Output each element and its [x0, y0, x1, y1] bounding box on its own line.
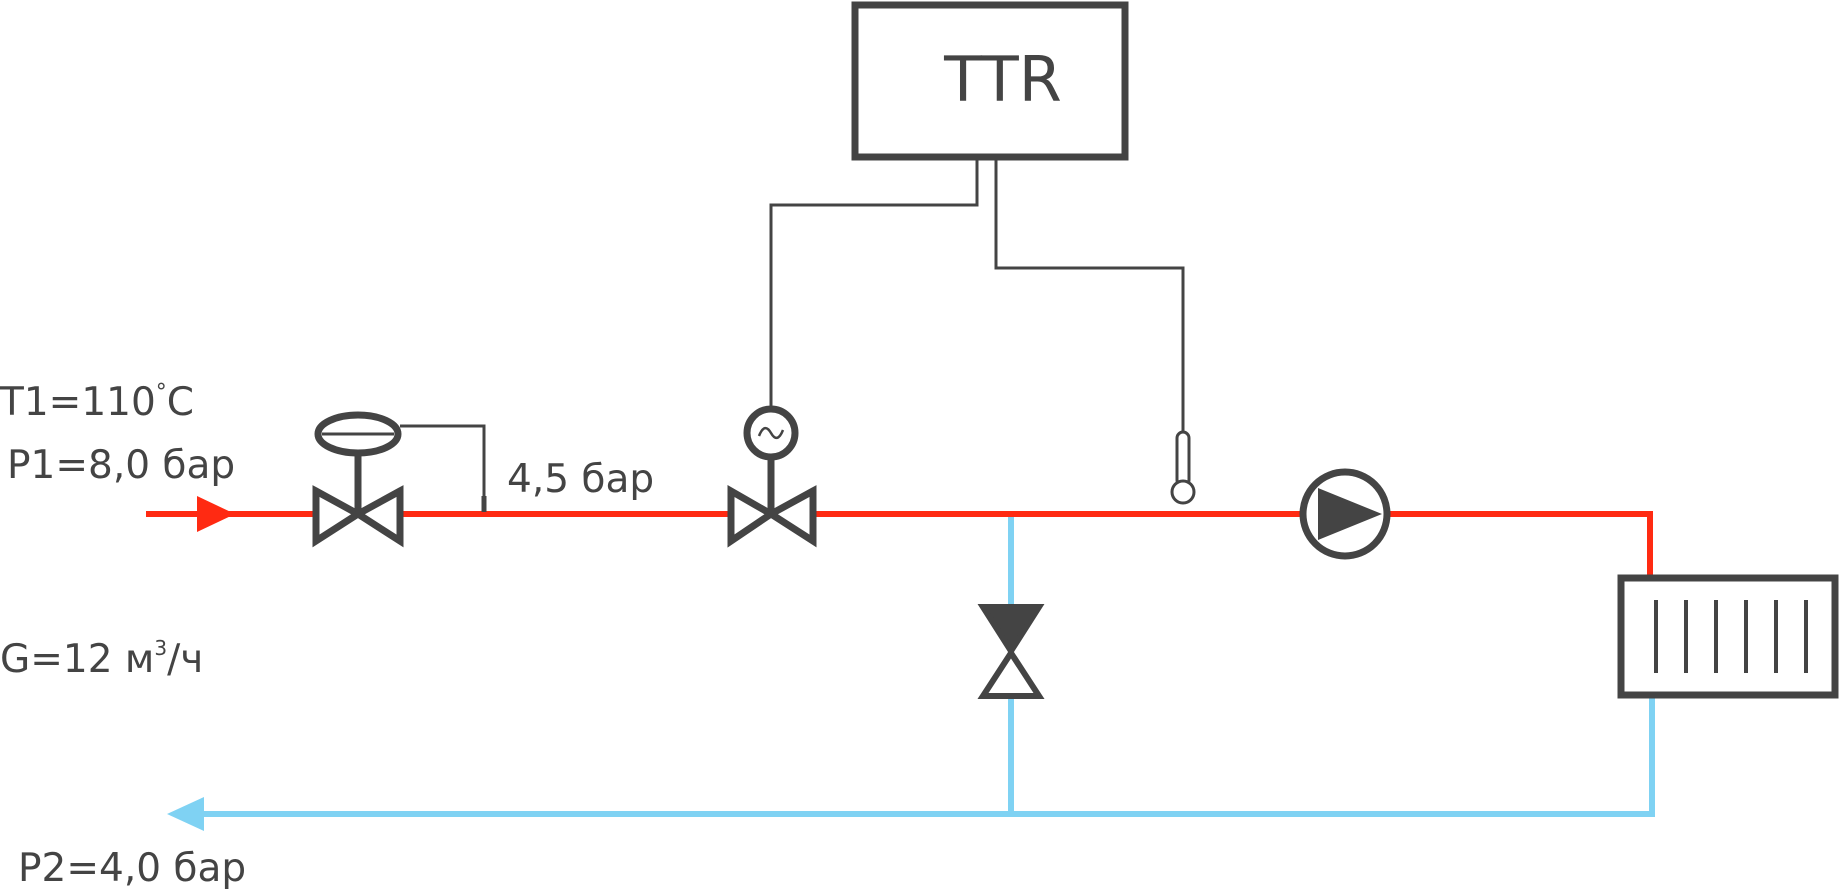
pressure-regulator-icon — [312, 411, 404, 548]
ttr-controller: TTR — [851, 1, 1129, 161]
radiator-icon — [1617, 574, 1839, 699]
mid-pressure-label: 4,5 бар — [507, 457, 654, 502]
return-arrow-icon — [167, 797, 204, 831]
return-pipe-main — [192, 695, 1655, 817]
control-lines — [400, 158, 1185, 512]
t1-degree: ° — [156, 380, 167, 405]
t1-unit: C — [167, 380, 194, 425]
thermometer-icon — [1170, 430, 1196, 505]
supply-pipe-outlet — [1386, 511, 1653, 578]
flow-rate-superscript: 3 — [154, 636, 167, 660]
p2-label: P2=4,0 бар — [18, 846, 246, 891]
t1-value: T1=110 — [0, 380, 156, 425]
flow-rate-label: G=12 м3/ч — [0, 636, 203, 682]
motorized-valve-icon — [727, 405, 817, 548]
supply-arrow-icon — [197, 496, 235, 532]
return-pipe — [192, 514, 1655, 817]
flow-rate-value: G=12 м — [0, 637, 154, 682]
control-line-sensor — [994, 158, 1185, 432]
impulse-line-regulator — [400, 424, 486, 512]
controller-label: TTR — [943, 43, 1062, 116]
flow-rate-unit: /ч — [167, 637, 203, 682]
control-line-valve — [769, 158, 979, 408]
t1-label: T1=110°C — [0, 380, 194, 425]
pump-icon — [1299, 468, 1391, 560]
check-valve-icon — [977, 604, 1045, 699]
p1-label: P1=8,0 бар — [7, 443, 235, 488]
